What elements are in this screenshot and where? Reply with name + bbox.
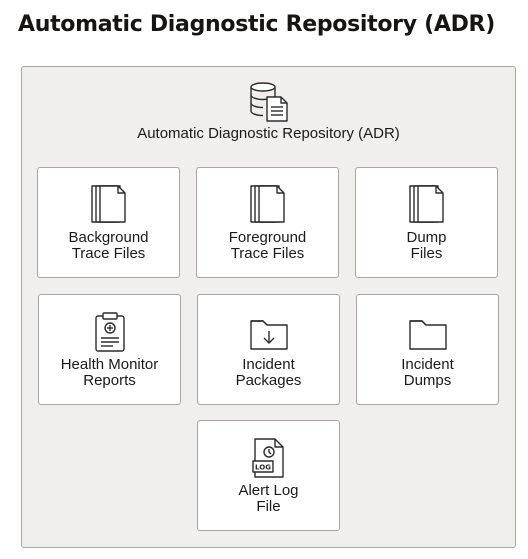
repository-label: Automatic Diagnostic Repository (ADR) xyxy=(137,125,400,142)
folder-download-icon xyxy=(249,320,288,350)
adr-container: Automatic Diagnostic Repository (ADR) Ba… xyxy=(21,66,516,548)
stacked-files-icon xyxy=(90,185,126,223)
card-label: Health Monitor Reports xyxy=(60,356,159,389)
page-title: Automatic Diagnostic Repository (ADR) xyxy=(18,12,495,37)
svg-text:LOG: LOG xyxy=(255,464,271,472)
card-label: Background Trace Files xyxy=(68,229,149,262)
stacked-files-icon xyxy=(249,185,285,223)
clipboard-icon xyxy=(94,312,125,352)
card-label: Foreground Trace Files xyxy=(228,229,307,262)
card-incident-packages: Incident Packages xyxy=(197,294,340,405)
stacked-files-icon xyxy=(408,185,444,223)
card-background-trace-files: Background Trace Files xyxy=(37,167,180,278)
folder-icon xyxy=(408,320,447,350)
database-document-icon xyxy=(249,82,288,122)
card-label: Alert Log File xyxy=(238,482,299,515)
repository-header: Automatic Diagnostic Repository (ADR) xyxy=(22,81,515,142)
log-file-icon: LOG xyxy=(251,438,284,478)
card-foreground-trace-files: Foreground Trace Files xyxy=(196,167,339,278)
card-alert-log-file: LOG Alert Log File xyxy=(197,420,340,531)
card-label: Incident Dumps xyxy=(401,356,454,389)
card-incident-dumps: Incident Dumps xyxy=(356,294,499,405)
card-dump-files: Dump Files xyxy=(355,167,498,278)
card-label: Dump Files xyxy=(406,229,447,262)
card-health-monitor-reports: Health Monitor Reports xyxy=(38,294,181,405)
card-label: Incident Packages xyxy=(235,356,302,389)
